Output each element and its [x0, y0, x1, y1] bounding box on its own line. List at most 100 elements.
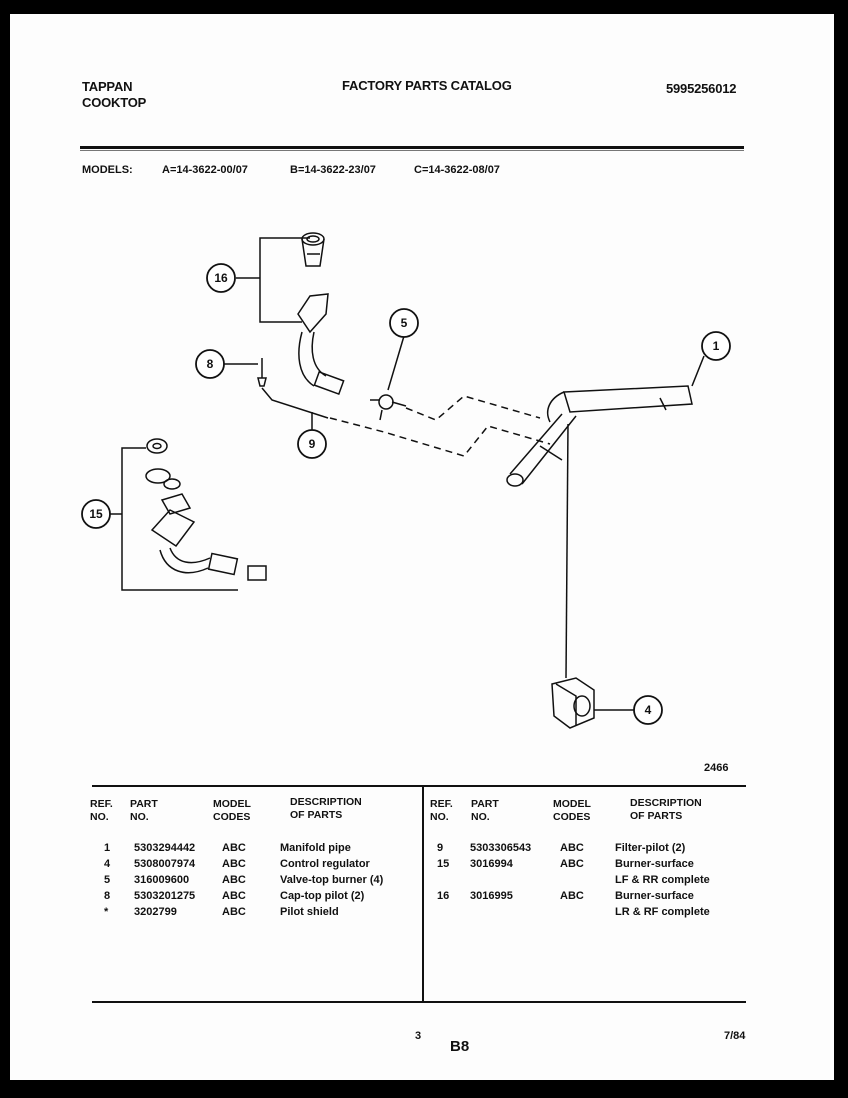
- table-row-part: 3202799: [134, 906, 177, 918]
- right-codes-column: ABC ABC ABC: [560, 840, 584, 920]
- table-row-part: 316009600: [134, 874, 190, 886]
- catalog-number: 5995256012: [666, 81, 737, 96]
- table-row-desc: Filter-pilot (2): [615, 842, 686, 854]
- callout-5: 5: [389, 308, 419, 338]
- callout-15: 15: [81, 499, 111, 529]
- table-row-desc: LR & RF complete: [615, 906, 710, 918]
- table-row-codes: ABC: [222, 858, 246, 870]
- brand-block: TAPPAN COOKTOP: [82, 79, 146, 111]
- callout-16: 16: [206, 263, 236, 293]
- section-code: B8: [450, 1038, 470, 1055]
- right-part-column: 5303306543 3016994 3016995: [470, 840, 531, 920]
- table-row-desc: Cap-top pilot (2): [280, 890, 365, 902]
- header-model-codes-right: MODEL CODES: [553, 798, 591, 823]
- table-row-codes: ABC: [560, 842, 584, 854]
- svg-text:16: 16: [214, 271, 228, 285]
- table-row-part: [470, 872, 531, 888]
- table-row-ref: [437, 872, 449, 888]
- table-row-codes: ABC: [560, 890, 584, 902]
- gas-line-dashed-2: [405, 395, 541, 421]
- table-row-ref: 8: [104, 890, 111, 902]
- pilot-tube-drawing: [261, 387, 329, 419]
- leader-1: [691, 355, 705, 387]
- callout-4: 4: [633, 695, 663, 725]
- right-ref-column: 9 15 16: [437, 840, 449, 920]
- manifold-pipe-drawing: [506, 385, 693, 487]
- header-ref-no-left: REF. NO.: [90, 798, 113, 823]
- table-row-desc: Burner-surface: [615, 858, 694, 870]
- svg-text:8: 8: [207, 357, 214, 371]
- bracket-16: [259, 237, 310, 323]
- product-name: COOKTOP: [82, 95, 147, 110]
- table-top-rule: [92, 785, 746, 787]
- table-row-ref: 4: [104, 858, 111, 870]
- valve-5-drawing: [370, 394, 407, 421]
- table-row-desc: Burner-surface: [615, 890, 694, 902]
- gas-line-dashed-1: [329, 417, 551, 457]
- page-number: 3: [415, 1030, 422, 1042]
- table-row-ref: 1: [104, 842, 111, 854]
- revision-date: 7/84: [724, 1030, 746, 1042]
- table-row-codes: ABC: [560, 858, 584, 870]
- header-description-left: DESCRIPTION OF PARTS: [290, 796, 362, 821]
- brand-name: TAPPAN: [82, 79, 133, 94]
- header-description-right: DESCRIPTION OF PARTS: [630, 797, 702, 822]
- left-ref-column: 1 4 5 8 *: [104, 840, 110, 920]
- table-row-ref: 5: [104, 874, 111, 886]
- parts-diagram: 16 8 5 1 9 15: [81, 232, 731, 774]
- table-row-part: 5303294442: [134, 842, 196, 854]
- right-desc-column: Filter-pilot (2) Burner-surface LF & RR …: [615, 840, 710, 920]
- table-row-part: 5308007974: [134, 858, 196, 870]
- header-rule: [80, 146, 744, 149]
- table-row-part: 3016994: [470, 858, 513, 870]
- table-row-part: [470, 904, 531, 920]
- table-row-ref: 16: [437, 890, 450, 902]
- catalog-page: TAPPAN COOKTOP FACTORY PARTS CATALOG 599…: [10, 14, 834, 1080]
- header-part-no-left: PART NO.: [130, 798, 158, 823]
- table-row-ref: [437, 904, 449, 920]
- burner-16-drawing: [297, 232, 345, 395]
- regulator-link-line: [565, 423, 569, 679]
- svg-text:15: 15: [89, 507, 103, 521]
- table-row-desc: Manifold pipe: [280, 842, 351, 854]
- table-row-ref: 15: [437, 858, 450, 870]
- table-row-part: 3016995: [470, 890, 513, 902]
- callout-1: 1: [701, 331, 731, 361]
- figure-number: 2466: [704, 762, 728, 774]
- model-c: C=14-3622-08/07: [414, 164, 500, 176]
- table-row-codes: [560, 872, 584, 888]
- table-bottom-rule: [92, 1001, 746, 1003]
- table-row-desc: Control regulator: [280, 858, 370, 870]
- table-row-desc: LF & RR complete: [615, 874, 710, 886]
- table-row-codes: ABC: [222, 890, 246, 902]
- callout-9: 9: [297, 429, 327, 459]
- regulator-4-drawing: [551, 677, 595, 729]
- model-b: B=14-3622-23/07: [290, 164, 376, 176]
- catalog-title: FACTORY PARTS CATALOG: [342, 78, 512, 93]
- svg-text:5: 5: [401, 316, 408, 330]
- table-row-codes: ABC: [222, 874, 246, 886]
- table-row-codes: [560, 904, 584, 920]
- left-part-column: 5303294442 5308007974 316009600 53032012…: [134, 840, 195, 920]
- header-rule-thin: [80, 150, 744, 151]
- table-row-codes: ABC: [222, 906, 246, 918]
- table-row-ref: 9: [437, 842, 444, 854]
- svg-text:4: 4: [645, 703, 652, 717]
- leader-5: [387, 335, 405, 391]
- burner-15-drawing: [145, 438, 267, 581]
- left-desc-column: Manifold pipe Control regulator Valve-to…: [280, 840, 383, 920]
- header-part-no-right: PART NO.: [471, 798, 499, 823]
- header-ref-no-right: REF. NO.: [430, 798, 453, 823]
- callout-8: 8: [195, 349, 225, 379]
- table-center-divider: [422, 787, 424, 1003]
- bracket-15: [121, 447, 238, 591]
- table-row-desc: Valve-top burner (4): [280, 874, 384, 886]
- table-row-desc: Pilot shield: [280, 906, 339, 918]
- left-codes-column: ABC ABC ABC ABC ABC: [222, 840, 246, 920]
- table-row-ref: *: [104, 906, 109, 918]
- models-label: MODELS:: [82, 164, 133, 176]
- svg-text:1: 1: [713, 339, 720, 353]
- table-row-part: 5303306543: [470, 842, 532, 854]
- svg-text:9: 9: [309, 437, 316, 451]
- table-row-codes: ABC: [222, 842, 246, 854]
